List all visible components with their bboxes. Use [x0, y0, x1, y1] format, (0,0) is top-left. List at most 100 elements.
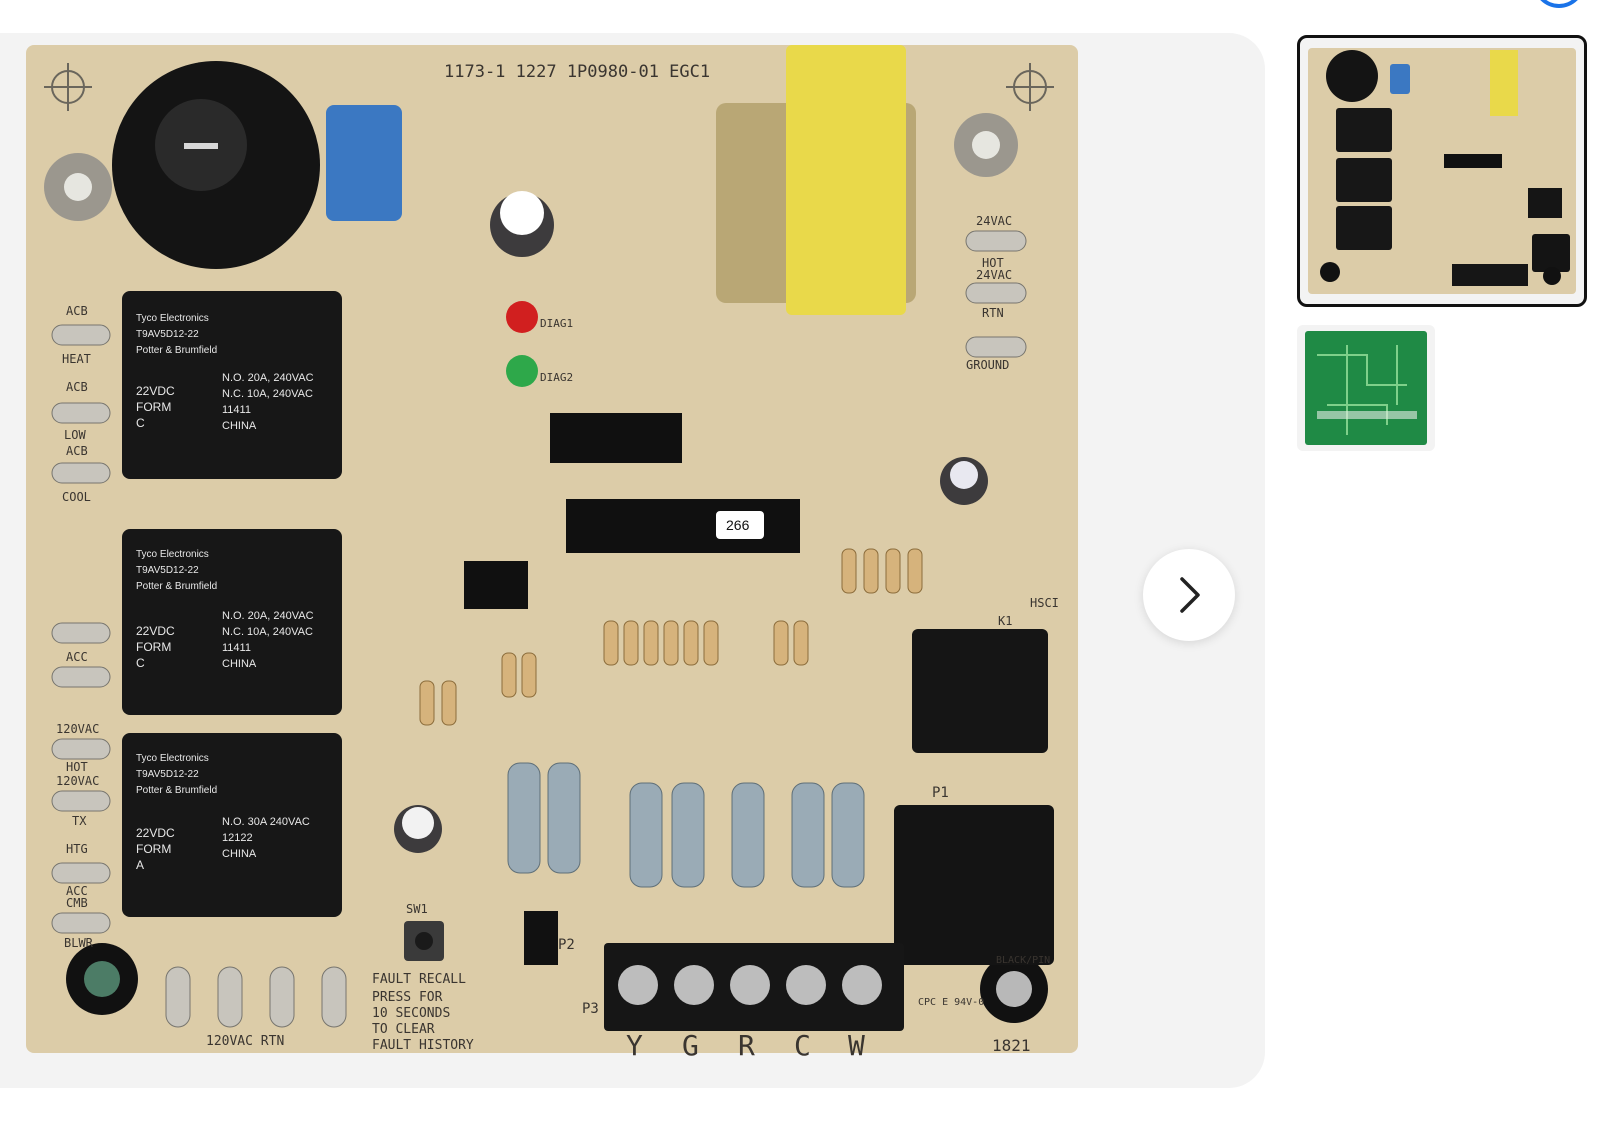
svg-text:Tyco Electronics: Tyco Electronics [136, 313, 209, 324]
svg-text:24VAC: 24VAC [976, 268, 1012, 282]
svg-text:N.O. 20A, 240VAC: N.O. 20A, 240VAC [222, 372, 314, 384]
k1-label: K1 [998, 614, 1012, 628]
chevron-right-icon [1180, 577, 1200, 613]
blue-capacitor [326, 105, 402, 221]
svg-text:HTG: HTG [66, 842, 88, 856]
terminal-label-g: G [682, 1029, 699, 1062]
svg-text:CHINA: CHINA [222, 420, 257, 432]
relay-2: Tyco Electronics T9AV5D12-22 Potter & Br… [122, 529, 342, 715]
notification-badge[interactable] [1533, 0, 1585, 8]
svg-text:C: C [136, 656, 145, 670]
terminal-label-y: Y [626, 1029, 643, 1062]
svg-text:FORM: FORM [136, 400, 171, 414]
svg-text:FORM: FORM [136, 640, 171, 654]
svg-text:T9AV5D12-22: T9AV5D12-22 [136, 769, 199, 780]
integrated-circuit [550, 413, 682, 463]
svg-text:ACB: ACB [66, 444, 88, 458]
mounting-target-icon [1006, 63, 1054, 111]
svg-text:COOL: COOL [62, 490, 91, 504]
thumbnail-pcb-front[interactable] [1297, 35, 1587, 307]
svg-text:A: A [136, 858, 144, 872]
svg-text:HOT: HOT [982, 256, 1004, 270]
svg-text:ACB: ACB [66, 380, 88, 394]
microcontroller [566, 499, 800, 553]
svg-text:Tyco Electronics: Tyco Electronics [136, 753, 209, 764]
diag2-label: DIAG2 [540, 371, 573, 384]
svg-text:Tyco Electronics: Tyco Electronics [136, 549, 209, 560]
terminal-label-w: W [848, 1029, 865, 1062]
serial-mark: 1821 [992, 1036, 1031, 1055]
terminal-label-r: R [738, 1029, 755, 1062]
svg-text:RTN: RTN [982, 306, 1004, 320]
svg-text:N.O. 30A 240VAC: N.O. 30A 240VAC [222, 816, 310, 828]
svg-text:LOW: LOW [64, 428, 86, 442]
svg-text:N.O. 20A, 240VAC: N.O. 20A, 240VAC [222, 610, 314, 622]
connector-note: BLACK/PIN [996, 955, 1050, 966]
relay-3: Tyco Electronics T9AV5D12-22 Potter & Br… [122, 733, 342, 917]
led-green [506, 355, 538, 387]
thumbnail-pcb-back[interactable] [1297, 325, 1435, 451]
connector-p2 [524, 911, 558, 965]
corner-mark: CPC E 94V-0 [918, 997, 984, 1008]
board-header-codes: 1173-1 1227 1P0980-01 EGC1 [444, 62, 710, 82]
connector-p1 [894, 805, 1054, 965]
sw1-label: SW1 [406, 902, 428, 916]
svg-text:11411: 11411 [222, 642, 251, 654]
svg-text:22VDC: 22VDC [136, 624, 175, 638]
svg-text:ACC: ACC [66, 650, 88, 664]
chip-label: 266 [726, 517, 750, 533]
svg-text:120VAC: 120VAC [56, 722, 99, 736]
svg-text:ACC: ACC [66, 884, 88, 898]
hsci-label: HSCI [1030, 596, 1059, 610]
svg-text:12122: 12122 [222, 832, 253, 844]
svg-text:CMB: CMB [66, 896, 88, 910]
p2-label: P2 [558, 937, 575, 953]
svg-text:TO CLEAR: TO CLEAR [372, 1022, 435, 1037]
p1-label: P1 [932, 785, 949, 801]
svg-text:CHINA: CHINA [222, 848, 257, 860]
svg-text:HOT: HOT [66, 760, 88, 774]
svg-text:FORM: FORM [136, 842, 171, 856]
power-resistors [507, 762, 865, 888]
svg-text:N.C. 10A, 240VAC: N.C. 10A, 240VAC [222, 626, 313, 638]
svg-text:C: C [136, 416, 145, 430]
next-image-button[interactable]: Next image [1143, 549, 1235, 641]
svg-text:T9AV5D12-22: T9AV5D12-22 [136, 565, 199, 576]
svg-text:Potter & Brumfield: Potter & Brumfield [136, 345, 217, 356]
terminal-label-c: C [794, 1029, 811, 1062]
svg-text:TX: TX [72, 814, 87, 828]
thumbnail-image-back [1305, 331, 1427, 445]
integrated-circuit [464, 561, 528, 609]
svg-text:10 SECONDS: 10 SECONDS [372, 1006, 450, 1021]
svg-text:120VAC: 120VAC [56, 774, 99, 788]
mounting-target-icon [44, 63, 92, 111]
svg-text:BLWR: BLWR [64, 936, 94, 950]
relay-k1 [912, 629, 1048, 753]
relay-1: Tyco Electronics T9AV5D12-22 Potter & Br… [122, 291, 342, 479]
svg-text:T9AV5D12-22: T9AV5D12-22 [136, 329, 199, 340]
svg-text:PRESS FOR: PRESS FOR [372, 990, 443, 1005]
svg-text:ACB: ACB [66, 304, 88, 318]
svg-text:11411: 11411 [222, 404, 251, 416]
led-red [506, 301, 538, 333]
image-viewer: 1173-1 1227 1P0980-01 EGC1 [0, 33, 1265, 1088]
svg-text:CHINA: CHINA [222, 658, 257, 670]
svg-text:HEAT: HEAT [62, 352, 91, 366]
svg-text:Potter & Brumfield: Potter & Brumfield [136, 785, 217, 796]
thumbnail-image-front [1308, 48, 1576, 294]
svg-text:FAULT HISTORY: FAULT HISTORY [372, 1038, 474, 1053]
product-image: 1173-1 1227 1P0980-01 EGC1 [26, 45, 1078, 1062]
svg-text:22VDC: 22VDC [136, 826, 175, 840]
left-terminals: ACB HEAT ACB LOW ACB COOL ACC 120VAC HOT… [51, 304, 111, 950]
p3-label: P3 [582, 1001, 599, 1017]
bottom-terminal-label: 120VAC RTN [206, 1034, 284, 1049]
svg-text:22VDC: 22VDC [136, 384, 175, 398]
fault-recall-text: FAULT RECALL [372, 972, 466, 987]
right-terminals: 24VAC HOT 24VAC RTN GROUND [965, 214, 1027, 372]
diag1-label: DIAG1 [540, 317, 573, 330]
svg-text:GROUND: GROUND [966, 358, 1009, 372]
bottom-terminals [165, 966, 347, 1028]
svg-text:Potter & Brumfield: Potter & Brumfield [136, 581, 217, 592]
resistor-array [419, 548, 923, 726]
svg-text:24VAC: 24VAC [976, 214, 1012, 228]
